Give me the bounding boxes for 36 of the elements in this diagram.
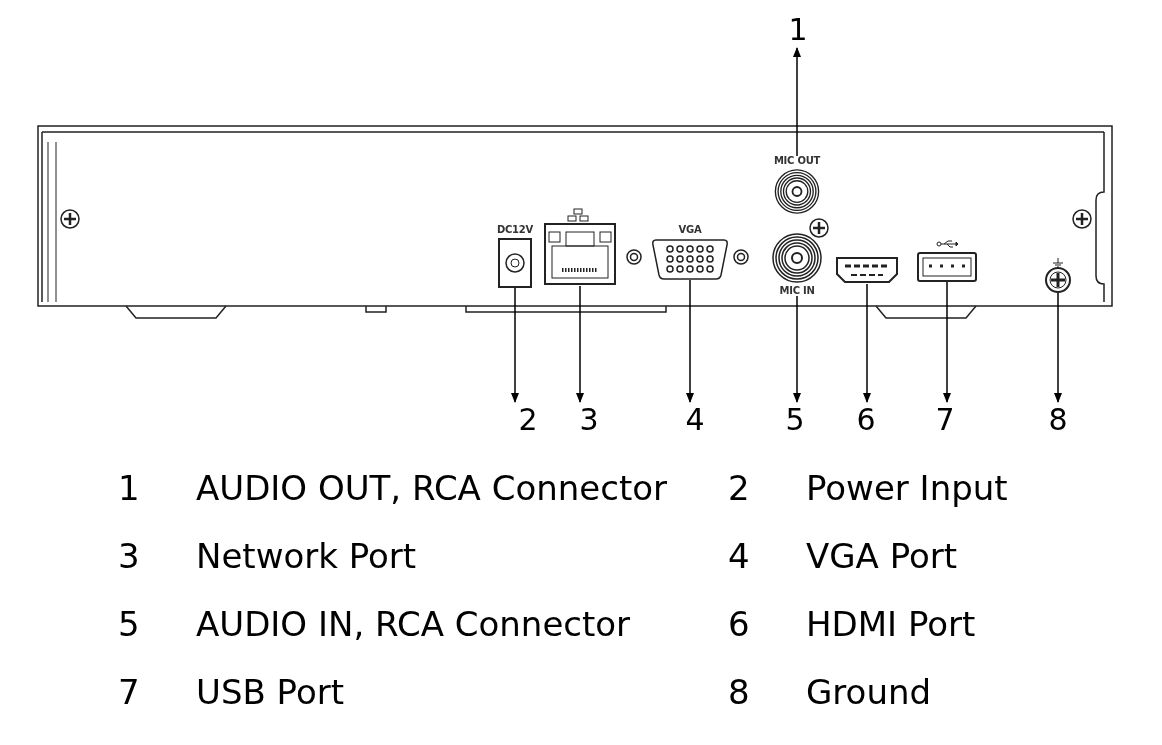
legend-text: HDMI Port: [806, 606, 976, 642]
leader-arrow: [793, 47, 801, 157]
callout-number: 7: [118, 674, 141, 710]
callout-number: 8: [728, 674, 751, 710]
legend-text: Power Input: [806, 470, 1008, 506]
legend-text: AUDIO OUT, RCA Connector: [196, 470, 669, 506]
leader-arrow: [943, 281, 951, 403]
legend-text: Network Port: [196, 538, 418, 574]
legend-text: Ground: [806, 674, 932, 710]
callout-number: 5: [118, 606, 141, 642]
legend-text: USB Port: [196, 674, 345, 710]
legend-text: AUDIO IN, RCA Connector: [196, 606, 632, 642]
callout-number: 5: [780, 402, 810, 438]
port-label: VGA: [678, 225, 702, 235]
legend-text: VGA Port: [806, 538, 958, 574]
callout-number: 2: [513, 402, 543, 438]
callout-number: 6: [851, 402, 881, 438]
callout-number: 1: [118, 470, 141, 506]
port-label: MIC OUT: [773, 156, 821, 166]
leader-arrow: [863, 283, 871, 403]
leader-arrow: [1054, 292, 1062, 403]
leader-arrow: [576, 285, 584, 403]
port-label: MIC IN: [779, 286, 815, 296]
callout-number: 2: [728, 470, 751, 506]
port-label: DC12V: [496, 225, 533, 235]
callout-number: 3: [118, 538, 141, 574]
callout-number: 4: [680, 402, 710, 438]
leader-arrow: [511, 287, 519, 403]
callout-number: 4: [728, 538, 751, 574]
callout-number: 3: [574, 402, 604, 438]
callout-number: 8: [1043, 402, 1073, 438]
leader-arrow: [686, 279, 694, 403]
callout-number: 1: [783, 12, 813, 48]
callout-number: 7: [930, 402, 960, 438]
callout-number: 6: [728, 606, 751, 642]
leader-arrow: [793, 295, 801, 403]
